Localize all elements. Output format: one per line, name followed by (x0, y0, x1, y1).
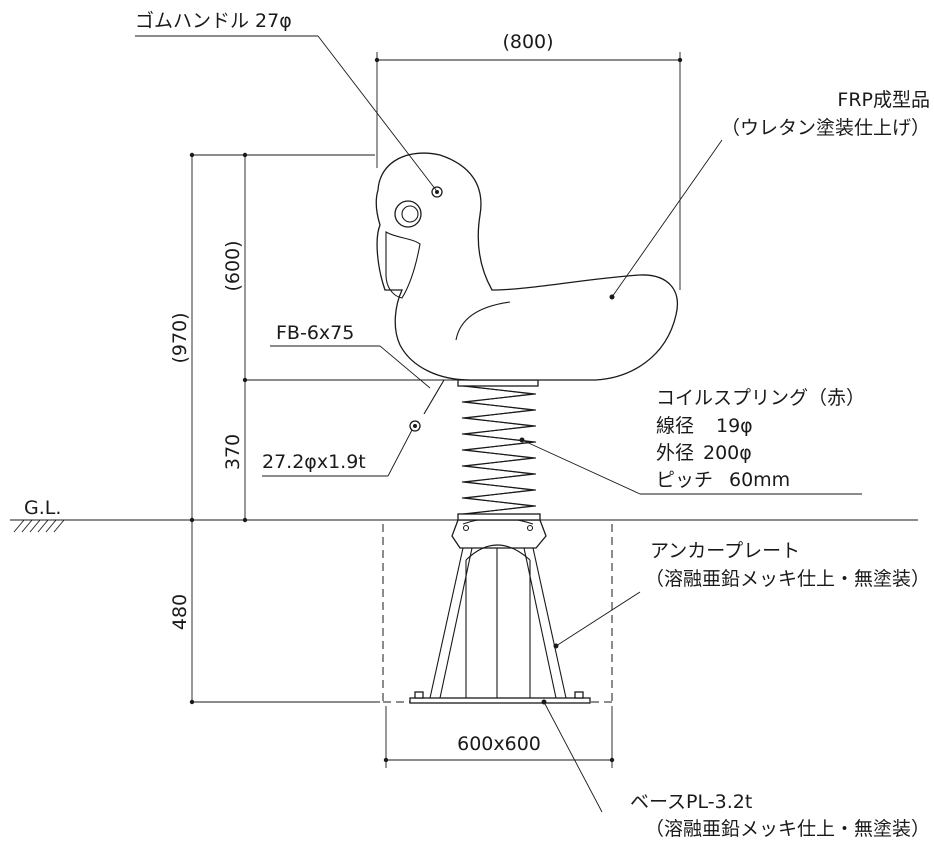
leader-pipe: 27.2φx1.9t (262, 429, 413, 477)
dim-970-label: (970) (169, 312, 191, 363)
base-label-line2: （溶融亜鉛メッキ仕上・無塗装） (645, 817, 930, 840)
coil-pitch-value: 60mm (729, 469, 790, 491)
leader-fb: FB-6x75 (270, 322, 431, 389)
ground-hatch (13, 519, 65, 533)
dim-600x600: 600x600 (383, 706, 615, 768)
coil-pitch-label: ピッチ (656, 469, 713, 491)
dim-480: 480 (169, 520, 380, 705)
fb-label: FB-6x75 (276, 322, 354, 344)
dim-800: (800) (374, 31, 683, 290)
coil-outer-label: 外径 (656, 442, 694, 464)
gl-label: G.L. (24, 497, 61, 519)
coil-wire-label: 線径 (656, 415, 694, 437)
rubber-handle-label: ゴムハンドル 27φ (135, 10, 292, 32)
base-label-line1: ベースPL-3.2t (630, 791, 752, 813)
coil-title: コイルスプリング（赤） (656, 387, 865, 409)
anchor-label-line1: アンカープレート (650, 540, 800, 562)
leader-anchor-plate: アンカープレート （溶融亜鉛メッキ仕上・無塗装） (553, 540, 930, 649)
coil-outer-value: 200φ (703, 442, 752, 464)
leader-base-plate: ベースPL-3.2t （溶融亜鉛メッキ仕上・無塗装） (541, 699, 930, 840)
pipe-label: 27.2φx1.9t (262, 451, 366, 473)
dim-vertical-heights: (970) (600) 370 (169, 152, 458, 523)
coil-wire-value: 19φ (716, 415, 753, 437)
dim-600-label: (600) (222, 240, 244, 291)
leader-rubber-handle: ゴムハンドル 27φ (135, 10, 437, 191)
frp-label-line2: （ウレタン塗装仕上げ） (721, 116, 930, 139)
anchor-plate (429, 517, 567, 700)
duck-body (375, 152, 678, 432)
base-size-label: 600x600 (457, 733, 541, 755)
dim-800-label: (800) (502, 31, 553, 53)
base-plate (409, 691, 591, 704)
anchor-label-line2: （溶融亜鉛メッキ仕上・無塗装） (645, 567, 930, 590)
coil-spring (457, 379, 541, 521)
dim-370-label: 370 (222, 434, 244, 470)
leader-coil-spring: コイルスプリング（赤） 線径 19φ 外径 200φ ピッチ 60mm (519, 387, 865, 495)
foundation-outline (382, 524, 613, 703)
frp-label-line1: FRP成型品 (837, 89, 930, 111)
dim-480-label: 480 (169, 594, 191, 630)
leader-frp: FRP成型品 （ウレタン塗装仕上げ） (609, 89, 930, 300)
